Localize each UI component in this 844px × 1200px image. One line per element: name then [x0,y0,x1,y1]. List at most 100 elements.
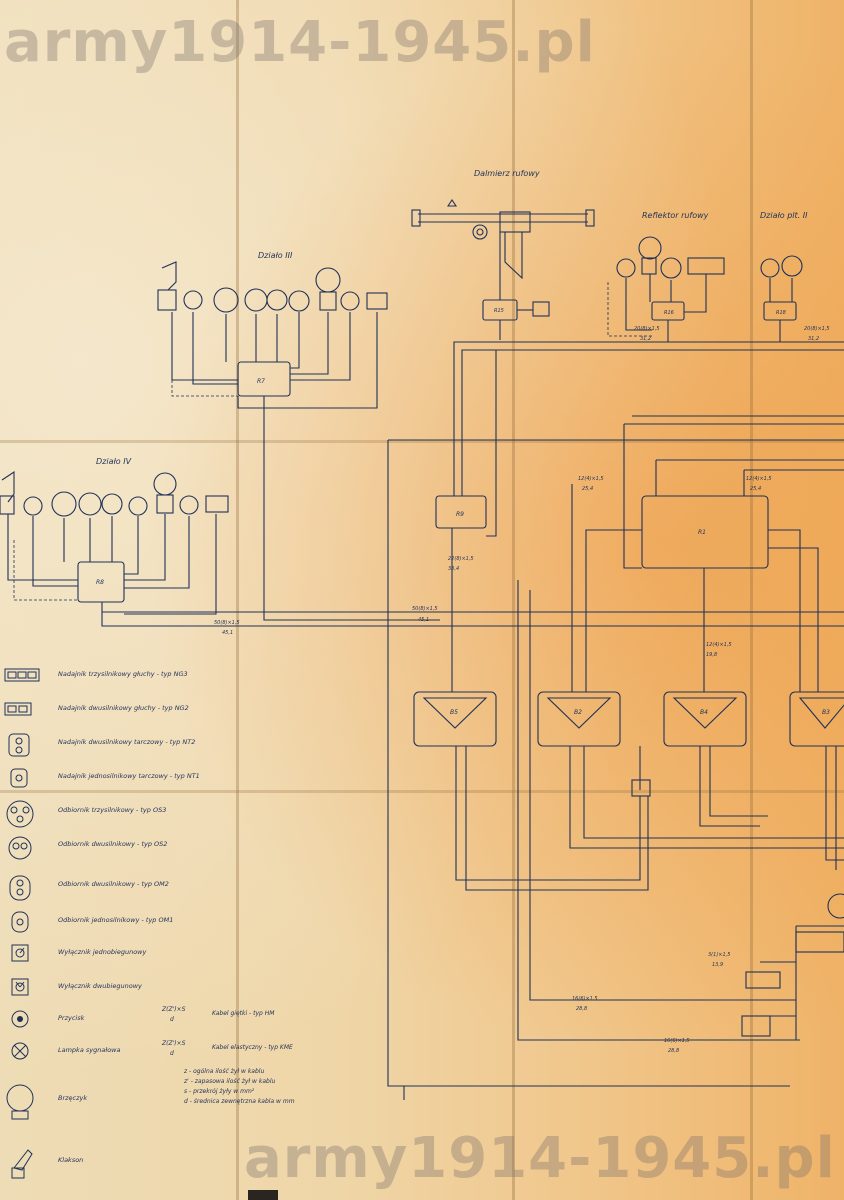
legend-item: Klakson [0,1140,260,1180]
cable-note-line: s - przekrój żyły w mm² [184,1088,255,1095]
legend-label: Brzęczyk [58,1094,88,1102]
node-label-r9: R9 [456,511,464,518]
cable-label: 31,2 [808,336,819,342]
cable-label: 12(4)×1,5 [578,476,604,482]
signal-lamp-icon [4,1040,44,1068]
receiver-om2-icon [4,874,44,906]
transmitter-2-icon [4,698,44,724]
node-label-r18: R18 [776,310,786,316]
cable-formula-kme-sub: d [170,1050,174,1057]
cable-label: 28,8 [576,1006,587,1012]
switch-2-pole-icon [4,976,44,1004]
b-boxes [413,691,844,747]
legend-item: Odbiornik trzysilnikowy - typ OS3 [0,794,260,834]
node-label-b3: B3 [822,709,830,716]
legend-label: Nadajnik trzysilnikowy głuchy - typ NG3 [58,670,188,678]
node-label-r1: R1 [698,529,706,536]
cable-label: 31,2 [640,336,651,342]
cable-label: 28,8 [668,1048,679,1054]
cable-formula-kme: Z(Z')×S [162,1040,186,1047]
node-label-b2: B2 [574,709,582,716]
cable-label: 22(8)×1,5 [448,556,474,562]
fold-line [512,0,515,1200]
switch-box [631,779,651,797]
buzzer-icon [4,1084,44,1128]
cable-formula-hm-sub: d [170,1016,174,1023]
legend-label: Przycisk [58,1014,85,1022]
dzialo-4-devices [0,470,229,603]
section-title-reflektor: Reflektor rufowy [642,211,709,220]
cable-note-line: z - ogólna ilość żył w kablu [184,1068,265,1075]
legend-label: Odbiornik jednosilnikowy - typ OM1 [58,916,174,924]
cable-label-kme: Kabel elastyczny - typ KME [212,1044,293,1051]
reflector-devices [482,236,803,321]
receiver-2-icon [4,834,44,868]
legend-label: Klakson [58,1156,84,1164]
push-button-icon [4,1008,44,1036]
legend-label: Wyłącznik dwubiegunowy [58,982,142,990]
cable-label: 25,4 [582,486,593,492]
legend-label: Wyłącznik jednobiegunowy [58,948,147,956]
node-label-b5: B5 [450,709,458,716]
fold-line [0,440,844,443]
legend-item: Brzęczyk [0,1078,260,1120]
node-label-r8: R8 [96,579,104,586]
bell-box [741,1015,771,1037]
cable-label: 12(4)×1,5 [706,642,732,648]
r1-box [641,495,769,569]
receiver-om1-icon [4,910,44,940]
cable-label: 3(1)×1,5 [708,952,730,958]
section-title-dzialo-plt: Działo plt. II [760,211,808,220]
transmitter-3-icon [4,664,44,690]
watermark-bottom: army1914-1945.pl [244,1126,836,1191]
r9-box [435,495,487,529]
node-label-r16: R16 [664,310,674,316]
terminal-box [795,931,844,953]
legend-item: Nadajnik jednosilnikowy tarczowy - typ N… [0,760,260,800]
legend-label: Lampka sygnałowa [58,1046,121,1054]
cable-formula-hm: Z(Z')×S [162,1006,186,1013]
section-title-dzialo-3: Działo III [258,251,293,260]
rangefinder-icon [411,199,595,280]
receiver-3-icon [4,800,44,838]
legend-label: Nadajnik jednosilnikowy tarczowy - typ N… [58,772,200,780]
fold-line [236,0,239,1200]
legend-item: Wyłącznik dwubiegunowy [0,970,260,1010]
cable-label: 50(8)×1,5 [214,620,240,626]
cable-note-line: d - średnica zewnętrzna kabla w mm [184,1098,295,1105]
cable-note-line: z' - zapasowa ilość żył w kablu [184,1078,276,1085]
tape-strip [248,1190,278,1200]
legend-item: Przycisk [0,1002,260,1042]
fold-line [0,790,844,793]
fold-line [750,0,753,1200]
legend-label: Odbiornik trzysilnikowy - typ OS3 [58,806,167,814]
bell-box [745,971,781,989]
cable-label: 33,4 [448,566,459,572]
cable-label-hm: Kabel giętki - typ HM [212,1010,275,1017]
legend-label: Odbiornik dwusilnikowy - typ OM2 [58,880,169,888]
main-wires [7,232,844,1100]
cable-label: 19,8 [706,652,717,658]
watermark-top: army1914-1945.pl [4,10,596,75]
legend-item: Nadajnik dwusilnikowy tarczowy - typ NT2 [0,726,260,766]
switch-1-pole-icon [4,942,44,970]
cable-label: 12(4)×1,5 [746,476,772,482]
node-label-r7: R7 [257,378,265,385]
cable-label: 25,4 [750,486,761,492]
dial-transmitter-1-icon [4,766,44,796]
section-title-dzialo-4: Działo IV [96,457,132,466]
legend-item: Odbiornik dwusilnikowy - typ OM2 [0,868,260,908]
dzialo-3-devices [157,261,388,397]
legend-label: Odbiornik dwusilnikowy - typ OS2 [58,840,168,848]
legend-item: Wyłącznik jednobiegunowy [0,936,260,976]
device-circle [827,893,844,919]
cable-label: 13,9 [712,962,723,968]
legend-item: Nadajnik trzysilnikowy głuchy - typ NG3 [0,658,260,698]
cable-label: 16(6)×1,5 [572,996,598,1002]
section-title-dalmierz: Dalmierz rufowy [474,169,540,178]
node-label-r15: R15 [494,308,504,314]
cable-label: 20(8)×1,5 [634,326,660,332]
legend-label: Nadajnik dwusilnikowy głuchy - typ NG2 [58,704,189,712]
cable-label: 16(6)×1,5 [664,1038,690,1044]
